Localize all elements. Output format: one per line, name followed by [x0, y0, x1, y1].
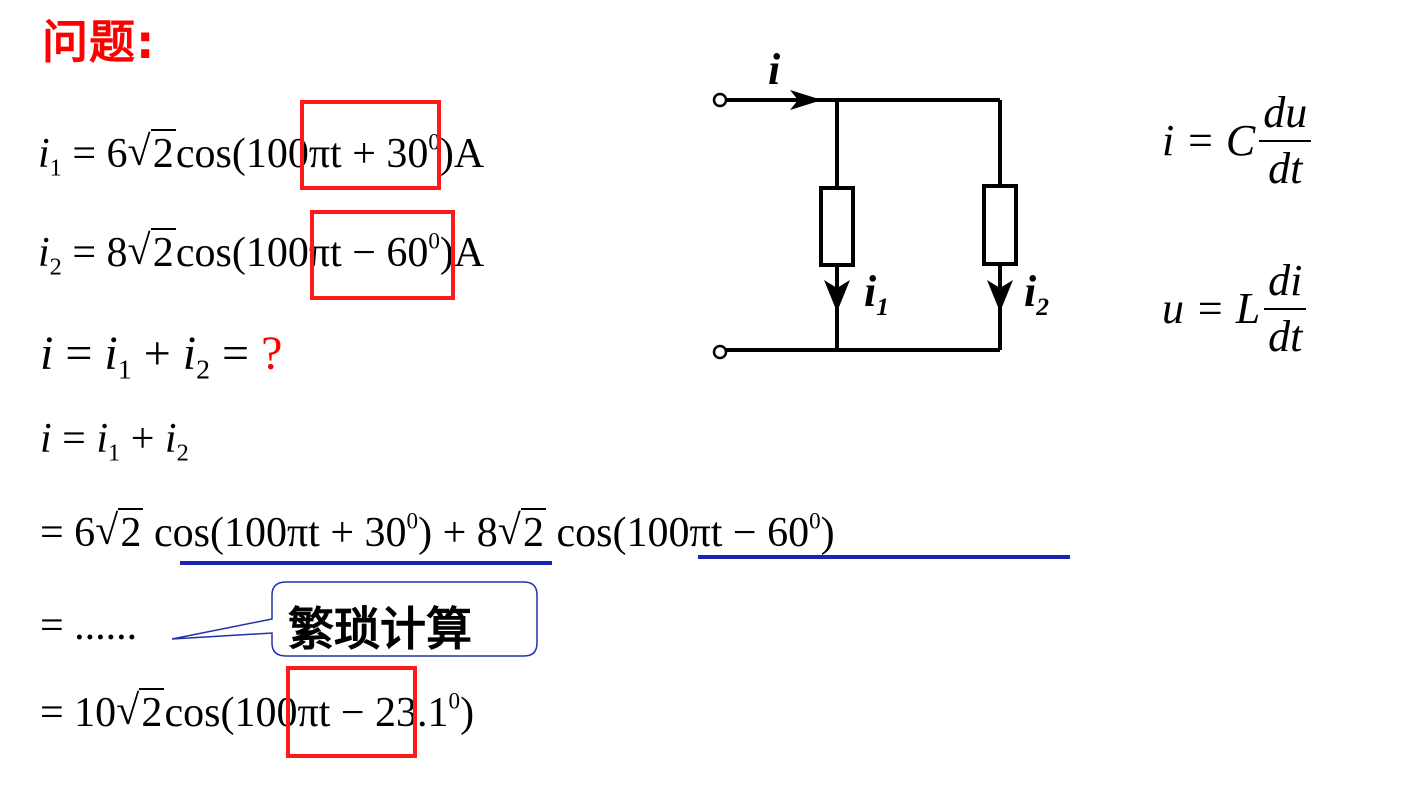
- callout-text: 繁琐计算: [288, 602, 472, 656]
- ellipsis-line: = ......: [40, 603, 138, 649]
- equation-i2: i2 = 82cos(100πt − 600)A: [38, 228, 484, 279]
- highlight-box-i1: [300, 100, 441, 190]
- result-equation: = 102cos(100πt − 23.10): [40, 688, 474, 736]
- question-mark: ?: [261, 327, 283, 380]
- terminal-top: [712, 92, 728, 108]
- sum-equation: i = i1 + i2: [40, 416, 189, 467]
- label-i: i: [768, 45, 781, 94]
- label-i2: i2: [1024, 267, 1049, 321]
- problem-title: 问题:: [42, 15, 156, 69]
- underline-term1: [180, 561, 552, 565]
- question-equation: i = i1 + i2 = ?: [40, 327, 283, 386]
- resistor-1: [819, 186, 855, 267]
- callout-bubble: [171, 581, 538, 657]
- equation-i1: i1 = 62cos(100πt + 300)A: [38, 129, 484, 180]
- current-arrow-i2: [987, 280, 1013, 312]
- current-arrow-i1: [824, 280, 850, 312]
- terminal-bottom: [712, 344, 728, 360]
- underline-term2: [698, 555, 1070, 559]
- label-i1: i1: [864, 267, 889, 321]
- highlight-box-i2: [310, 210, 455, 300]
- result-argument: 100πt: [234, 690, 331, 736]
- highlight-box-result: [286, 666, 417, 758]
- i2-argument: 100πt: [245, 230, 342, 276]
- circuit-diagram: [712, 90, 1018, 360]
- current-arrow-i: [790, 90, 822, 110]
- i1-argument: 100πt: [245, 131, 342, 177]
- expanded-equation: = 62 cos(100πt + 300) + 82 cos(100πt − 6…: [40, 508, 835, 556]
- resistor-2: [982, 184, 1018, 266]
